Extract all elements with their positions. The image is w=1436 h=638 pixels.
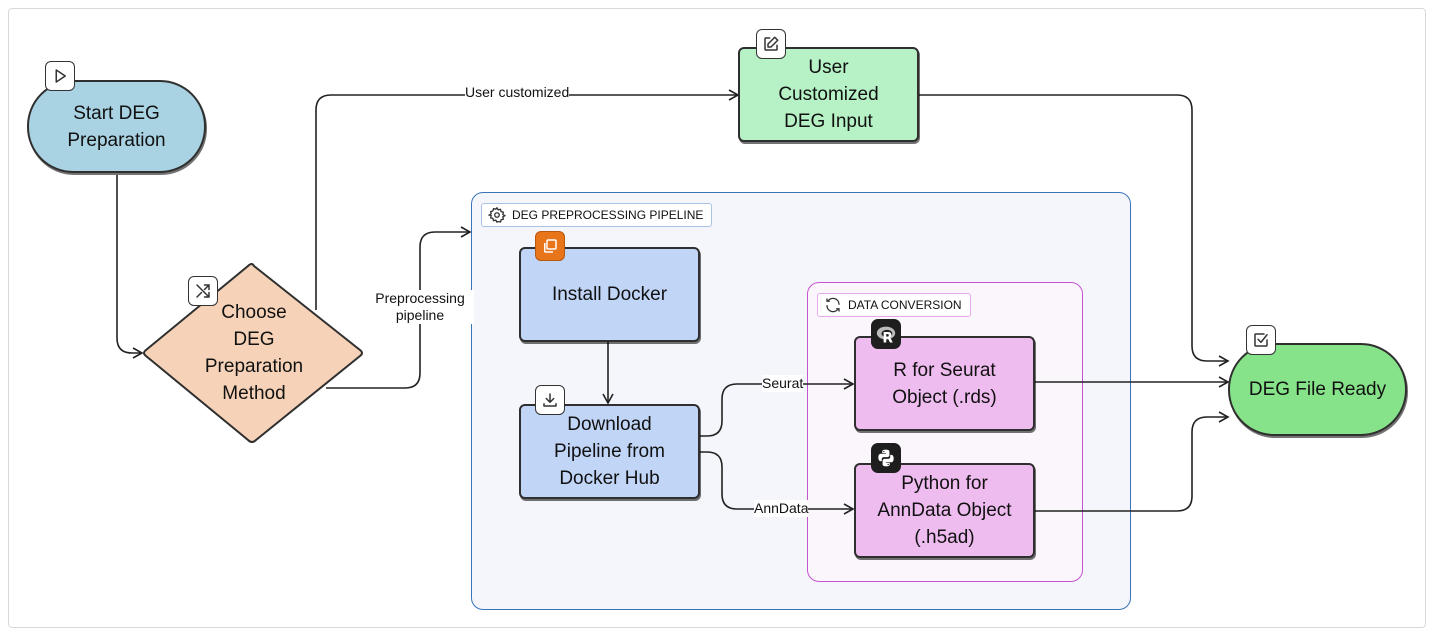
play-icon-badge — [45, 61, 75, 91]
refresh-icon — [826, 297, 840, 313]
node-download-pipeline[interactable]: Download Pipeline from Docker Hub — [519, 404, 700, 499]
node-choose-label: Choose DEG Preparation Method — [204, 302, 304, 404]
group-title-pipeline: DEG PREPROCESSING PIPELINE — [512, 208, 704, 222]
node-start-deg-preparation[interactable]: Start DEG Preparation — [27, 80, 206, 173]
shuffle-icon — [196, 284, 210, 298]
node-choose-method[interactable]: Choose DEG Preparation Method — [188, 298, 320, 408]
edit-icon-badge — [756, 29, 786, 59]
group-label-pipeline: DEG PREPROCESSING PIPELINE — [481, 203, 713, 227]
edge-choose-to-user-input — [315, 89, 740, 310]
node-user-customized-input[interactable]: User Customized DEG Input — [738, 47, 919, 142]
node-r-seurat-label: R for Seurat Object (.rds) — [892, 359, 997, 408]
edit-icon — [764, 36, 779, 51]
node-python-anndata[interactable]: Python for AnnData Object (.h5ad) — [854, 463, 1035, 558]
svg-text:R: R — [882, 330, 893, 345]
play-icon — [55, 69, 66, 83]
check-square-icon — [1254, 333, 1268, 347]
edge-label-user-customized: User customized — [465, 84, 570, 101]
download-icon — [543, 393, 557, 407]
node-r-seurat[interactable]: R for Seurat Object (.rds) — [854, 336, 1035, 431]
node-start-label: Start DEG Preparation — [67, 102, 166, 151]
choose-diamond-shape — [143, 263, 363, 443]
edge-start-to-choose — [116, 175, 144, 359]
r-logo-icon: R — [876, 326, 896, 345]
node-user-input-label: User Customized DEG Input — [778, 57, 879, 132]
node-install-docker[interactable]: Install Docker — [519, 247, 700, 342]
edge-download-to-r-seurat — [700, 378, 855, 437]
python-logo-icon — [878, 449, 894, 467]
node-install-docker-label: Install Docker — [551, 284, 668, 305]
node-ready-label: DEG File Ready — [1248, 379, 1387, 400]
group-label-conversion: DATA CONVERSION — [817, 293, 971, 317]
edge-download-to-python — [700, 451, 855, 515]
edge-user-input-to-ready — [919, 94, 1230, 367]
node-deg-file-ready[interactable]: DEG File Ready — [1228, 343, 1407, 436]
edge-python-to-ready — [1034, 411, 1230, 512]
docker-icon — [544, 239, 557, 253]
node-download-label: Download Pipeline from Docker Hub — [554, 414, 665, 489]
gear-icon — [488, 206, 506, 224]
edge-label-anndata: AnnData — [754, 500, 809, 517]
diagram-frame — [8, 8, 1426, 628]
edge-label-preprocessing: Preprocessing pipeline — [366, 290, 474, 324]
shuffle-icon-badge — [188, 276, 218, 306]
python-logo-icon-badge — [871, 443, 901, 473]
docker-icon-badge — [535, 231, 565, 261]
check-square-icon-badge — [1246, 325, 1276, 355]
group-title-conversion: DATA CONVERSION — [848, 298, 962, 312]
download-icon-badge — [535, 385, 565, 415]
node-python-label: Python for AnnData Object (.h5ad) — [877, 473, 1012, 548]
r-logo-icon-badge: R — [871, 319, 901, 349]
edge-label-seurat: Seurat — [762, 375, 804, 392]
